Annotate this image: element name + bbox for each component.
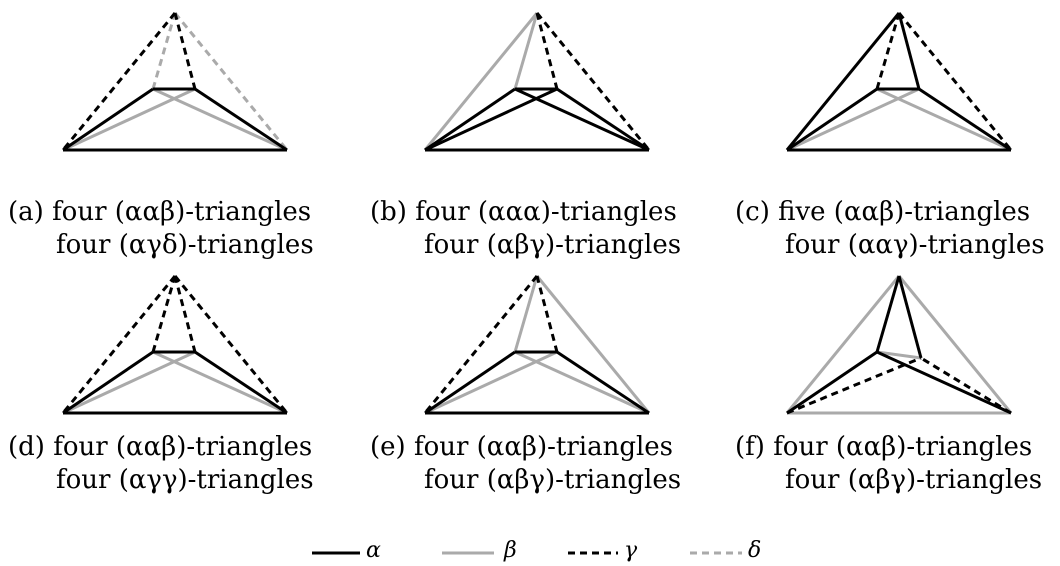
edge-tl-alpha [785,12,901,151]
edge-tr-gamma [535,12,651,151]
edge-la-alpha [62,350,154,415]
legend-alpha-label: α [366,538,381,563]
caption-e: (e) four (ααβ)-triangles four (αβγ)-tria… [370,431,681,497]
edge-tr-gamma [897,12,1013,151]
caption-line2: four (αβγ)-triangles [785,465,1043,495]
caption-d: (d) four (ααβ)-triangles four (αγγ)-tria… [8,431,314,497]
legend-gamma-label: γ [624,538,638,563]
caption-line2: four (αβγ)-triangles [424,230,682,260]
edge-tb-alpha [897,275,923,359]
caption-line1: four (ααβ)-triangles [413,432,674,462]
caption-label: (f) [735,432,765,462]
caption-line1: five (ααβ)-triangles [778,197,1031,227]
graph-panel-a [61,12,289,152]
caption-b: (b) four (ααα)-triangles four (αβγ)-tria… [370,196,681,262]
edge-tb-gamma [173,275,197,353]
caption-line2: four (αγδ)-triangles [56,230,314,260]
edge-tb-gamma [535,12,559,90]
edge-tr-gamma [173,275,289,414]
edge-ra-beta [152,87,288,152]
caption-line1: four (ααβ)-triangles [53,432,313,462]
graph-panel-c [785,12,1013,152]
edge-rb-alpha [556,87,650,152]
edge-la-alpha [62,87,154,152]
edge-rb-alpha [194,87,288,152]
graph-panel-b [423,12,651,152]
caption-line1: four (ααβ)-triangles [52,197,312,227]
edge-ra-alpha [514,87,650,152]
edge-ta-gamma [875,12,901,90]
caption-line1: four (ααα)-triangles [415,197,677,227]
caption-line2: four (αβγ)-triangles [424,465,682,495]
edge-tl-gamma [61,12,177,151]
caption-label: (a) [8,197,44,227]
edge-ra-beta [152,350,288,415]
edge-ta-beta [513,12,539,90]
caption-line2: four (ααγ)-triangles [785,230,1045,260]
edge-tl-gamma [423,275,539,414]
edge-ra-beta [514,350,650,415]
edge-ra-alpha [876,350,1012,415]
graph-panel-e [423,275,651,415]
caption-c: (c) five (ααβ)-triangles four (ααγ)-tria… [735,196,1045,262]
legend-beta-label: β [504,538,517,563]
caption-line1: four (ααβ)-triangles [773,432,1033,462]
caption-label: (c) [735,197,770,227]
caption-f: (f) four (ααβ)-triangles four (αβγ)-tria… [735,431,1042,497]
edge-tr-beta [897,275,1013,414]
edge-la-alpha [786,87,878,152]
caption-label: (e) [370,432,406,462]
edge-tr-delta [173,12,289,151]
edge-la-alpha [424,87,516,152]
edge-tl-beta [785,275,901,414]
edge-ta-delta [151,12,177,90]
edge-la-alpha [424,350,516,415]
edge-ra-beta [876,87,1012,152]
edge-la-alpha [786,350,878,415]
graph-panel-f [785,275,1013,415]
edge-ta-gamma [151,275,177,353]
edge-tl-gamma [61,275,177,414]
edge-ta-beta [513,275,539,353]
caption-a: (a) four (ααβ)-triangles four (αγδ)-tria… [8,196,314,262]
edge-ab-beta [876,350,922,360]
edge-rb-gamma [920,356,1012,415]
caption-label: (d) [8,432,45,462]
edge-ta-alpha [875,275,901,353]
edge-rb-alpha [918,87,1012,152]
edge-tr-beta [535,275,651,414]
legend-delta-label: δ [748,538,762,563]
caption-label: (b) [370,197,407,227]
graph-panel-d [61,275,289,415]
edge-tb-alpha [897,12,921,90]
edge-tb-gamma [173,12,197,90]
edge-lb-gamma [786,356,922,415]
edge-tb-gamma [535,275,559,353]
edge-tl-beta [423,12,539,151]
caption-line2: four (αγγ)-triangles [56,465,314,495]
edge-rb-alpha [194,350,288,415]
edge-rb-alpha [556,350,650,415]
